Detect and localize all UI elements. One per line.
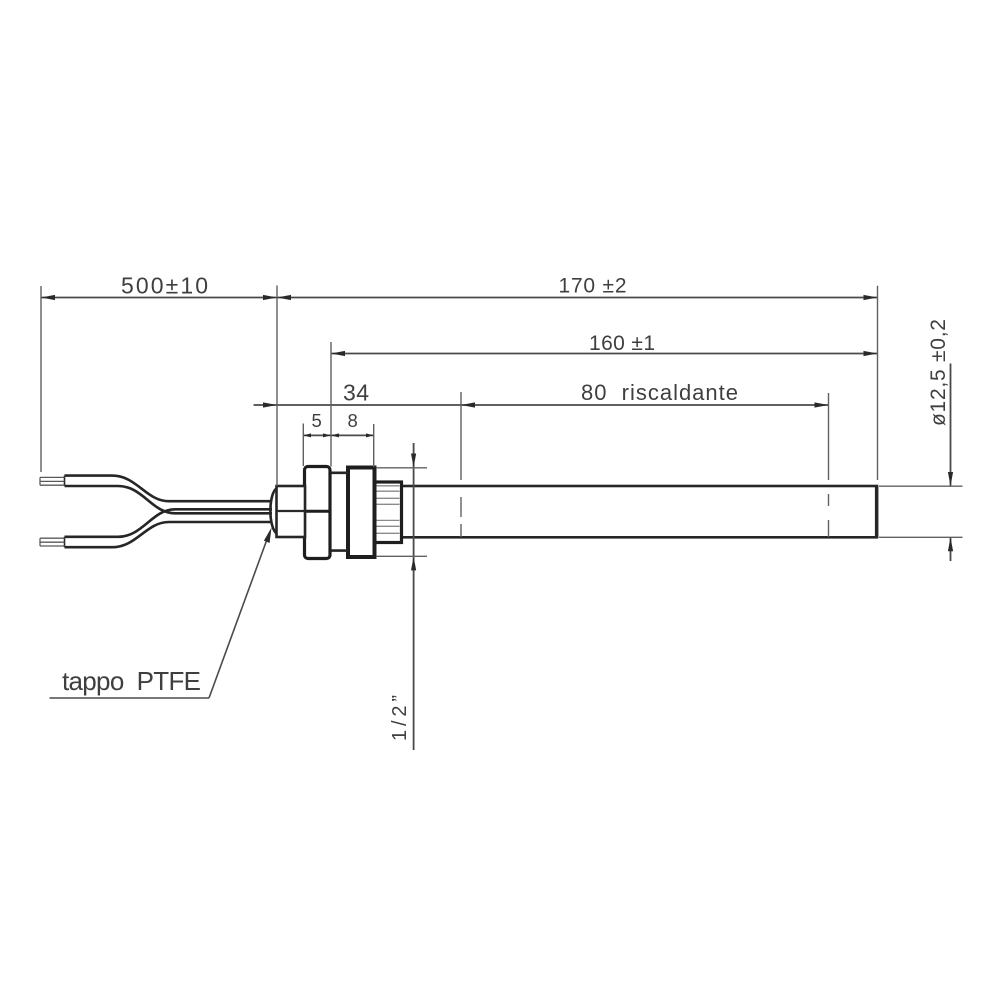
svg-text:8: 8	[348, 410, 358, 431]
svg-text:170 ±2: 170 ±2	[559, 275, 627, 298]
svg-text:80 riscaldante: 80 riscaldante	[581, 380, 738, 405]
svg-text:160 ±1: 160 ±1	[589, 332, 655, 355]
svg-text:34: 34	[343, 380, 369, 406]
svg-text:ø12,5 ±0,2: ø12,5 ±0,2	[927, 319, 950, 426]
svg-text:5: 5	[312, 410, 322, 431]
svg-text:tappo PTFE: tappo PTFE	[62, 666, 201, 696]
